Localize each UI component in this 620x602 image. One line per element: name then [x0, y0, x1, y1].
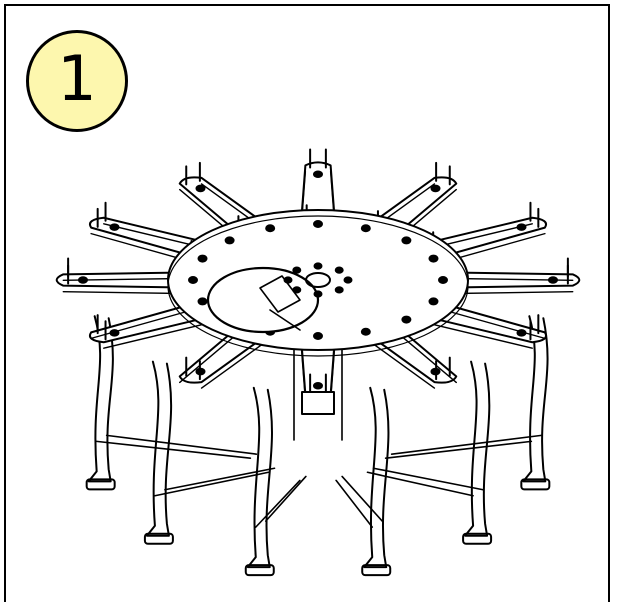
leg-foot: [520, 478, 551, 491]
center-bracket: [301, 391, 335, 415]
arm-hole: [430, 184, 441, 193]
disc-hole: [313, 332, 323, 340]
support-leg: [246, 386, 273, 569]
hub-bolt: [313, 290, 323, 298]
support-leg: [363, 386, 390, 569]
leg-foot: [143, 532, 174, 545]
arm-hole: [195, 367, 206, 376]
arm-hole: [548, 276, 558, 284]
leg-strut: [254, 475, 307, 528]
disc-hole: [265, 224, 276, 233]
hub-bolt: [334, 266, 344, 274]
hub-bolt: [343, 276, 353, 284]
leg-foot: [244, 564, 275, 577]
center-disc-edge: [167, 215, 469, 357]
hub-bolt: [292, 266, 302, 274]
hub-bolt: [334, 286, 344, 294]
disc-hole: [401, 315, 412, 324]
leg-foot: [85, 478, 116, 491]
center-hole: [305, 272, 331, 288]
disc-hole: [197, 254, 208, 263]
support-legs: [85, 315, 551, 577]
support-leg: [87, 315, 114, 483]
disc-hole: [428, 254, 439, 263]
arm-hole: [313, 381, 323, 390]
center-column: [293, 349, 343, 441]
step-number: 1: [57, 42, 97, 115]
leg-strut: [95, 434, 258, 459]
hub-bolt: [292, 286, 302, 294]
arm-hole: [430, 367, 441, 376]
disc-hole: [438, 276, 448, 284]
leg-strut: [384, 434, 543, 459]
disc-hole: [401, 236, 412, 245]
disc-hole: [360, 327, 371, 336]
support-leg: [522, 315, 549, 483]
support-leg: [145, 360, 173, 537]
center-hub: [167, 209, 469, 441]
disc-hole: [428, 297, 439, 306]
arm-hole: [78, 276, 88, 284]
arm-hole: [195, 184, 206, 193]
support-leg: [464, 360, 491, 537]
motor-part: [259, 275, 301, 331]
disc-hole: [197, 297, 208, 306]
arm-hole: [516, 329, 527, 337]
arm-hole: [109, 223, 120, 231]
step-number-badge: 1: [26, 30, 128, 132]
center-disc: [167, 209, 469, 351]
hub-bolt: [283, 276, 293, 284]
arm-hole: [313, 170, 323, 179]
disc-hole: [360, 224, 371, 233]
disc-hole: [224, 236, 235, 245]
hub-bolt: [313, 262, 323, 270]
disc-hole: [188, 276, 198, 284]
arm-hole: [516, 223, 527, 231]
leg-foot: [361, 564, 392, 577]
oval-cutout: [206, 266, 320, 334]
leg-foot: [462, 532, 493, 545]
leg-strut: [335, 475, 384, 528]
arm-hole: [109, 329, 120, 337]
leg-strut: [154, 467, 276, 497]
disc-hole: [313, 220, 323, 228]
